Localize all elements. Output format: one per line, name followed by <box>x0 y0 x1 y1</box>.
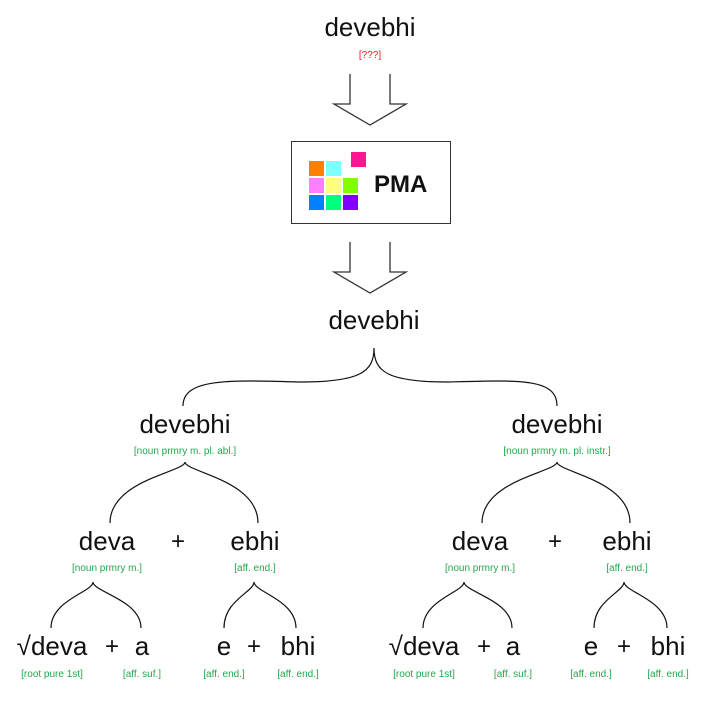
input-word: devebhi <box>324 12 416 42</box>
ending-tag: [aff. end.] <box>234 563 276 574</box>
analysis-tag: [noun prmry m. pl. instr.] <box>503 446 611 457</box>
logo-square <box>326 178 341 193</box>
ending-part-tag: [aff. end.] <box>203 669 245 680</box>
stem-word: deva <box>78 526 136 556</box>
ending-part-tag: [aff. end.] <box>647 669 689 680</box>
ending-part-word: bhi <box>650 631 686 661</box>
branch-line <box>223 581 297 629</box>
logo-square <box>309 178 324 193</box>
root-word: √deva <box>388 631 460 661</box>
plus-sign: + <box>476 633 492 660</box>
logo-square <box>343 195 358 210</box>
logo-square <box>343 178 358 193</box>
ending-part-word: e <box>216 631 232 661</box>
ending-word: ebhi <box>230 526 280 556</box>
branch-line <box>50 581 142 629</box>
root-tag: [root pure 1st] <box>393 669 455 680</box>
arrow-down-icon <box>331 74 409 126</box>
logo-square <box>326 161 341 176</box>
input-tag: [???] <box>358 50 382 61</box>
root-tag: [root pure 1st] <box>21 669 83 680</box>
output-word: devebhi <box>328 305 420 335</box>
analysis-word: devebhi <box>511 409 603 439</box>
arrow-down-icon <box>331 242 409 294</box>
branch-line <box>481 461 631 524</box>
suffix-tag: [aff. suf.] <box>122 669 162 680</box>
ending-part-word: bhi <box>280 631 316 661</box>
branch-line <box>109 461 259 524</box>
plus-sign: + <box>104 633 120 660</box>
stem-tag: [noun prmry m.] <box>444 563 516 574</box>
pma-analyzer-box: PMA <box>291 141 451 224</box>
analysis-tag: [noun prmry m. pl. abl.] <box>133 446 237 457</box>
suffix-word: a <box>134 631 150 661</box>
pma-label: PMA <box>374 171 428 198</box>
root-word: √deva <box>16 631 88 661</box>
ending-part-tag: [aff. end.] <box>277 669 319 680</box>
suffix-word: a <box>505 631 521 661</box>
split-brace <box>182 347 558 407</box>
plus-sign: + <box>170 528 186 555</box>
logo-square <box>309 161 324 176</box>
ending-part-word: e <box>583 631 599 661</box>
stem-word: deva <box>451 526 509 556</box>
logo-square <box>351 152 366 167</box>
analysis-word: devebhi <box>139 409 231 439</box>
branch-line <box>422 581 513 629</box>
logo-square <box>309 195 324 210</box>
ending-part-tag: [aff. end.] <box>570 669 612 680</box>
branch-line <box>593 581 668 629</box>
ending-word: ebhi <box>602 526 652 556</box>
ending-tag: [aff. end.] <box>606 563 648 574</box>
plus-sign: + <box>616 633 632 660</box>
plus-sign: + <box>547 528 563 555</box>
suffix-tag: [aff. suf.] <box>493 669 533 680</box>
stem-tag: [noun prmry m.] <box>71 563 143 574</box>
plus-sign: + <box>246 633 262 660</box>
logo-square <box>326 195 341 210</box>
